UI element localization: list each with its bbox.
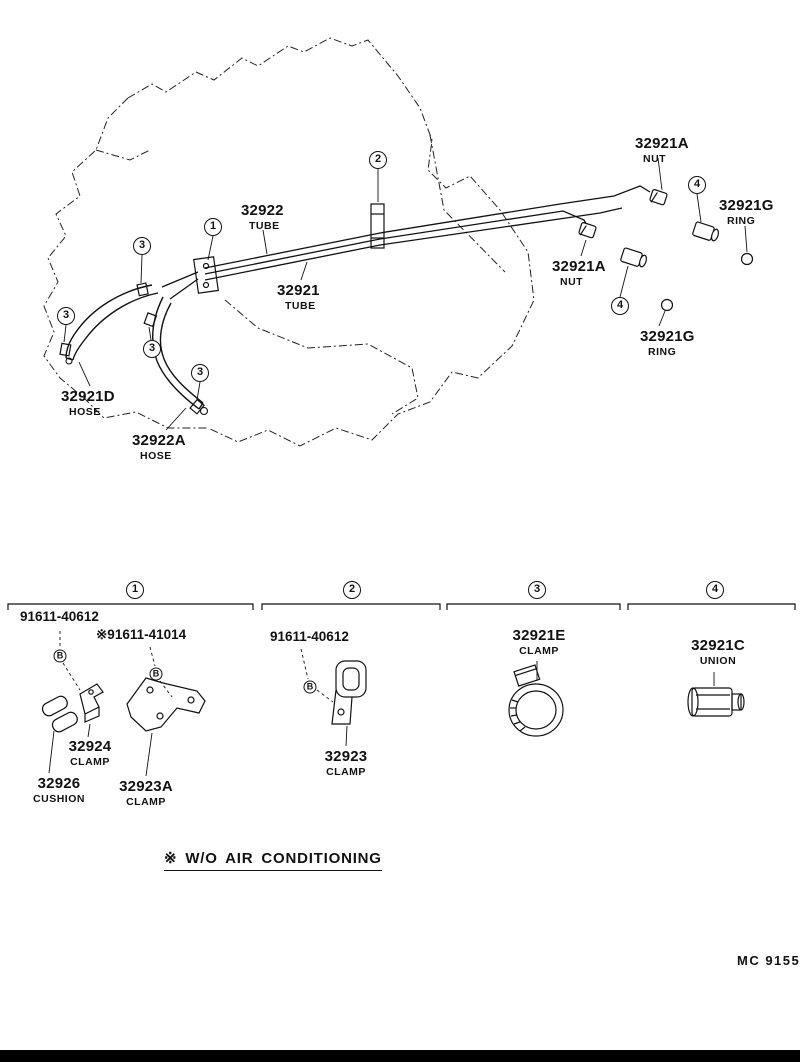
label-clamp-32924: 32924 CLAMP <box>58 738 122 768</box>
part-type: TUBE <box>249 220 280 232</box>
bolt-symbol-a: B <box>53 649 67 663</box>
part-number: 32922 <box>241 202 284 219</box>
part-number: 32924 <box>68 738 112 755</box>
leader-lines <box>48 157 748 777</box>
section-marker-3: 3 <box>528 581 546 599</box>
section-marker-2: 2 <box>343 581 361 599</box>
callout-hose-32922a: 32922A HOSE <box>132 432 186 462</box>
callout-ring-mid: 32921G RING <box>640 328 695 358</box>
section-marker-1: 1 <box>126 581 144 599</box>
callout-tube-32921: 32921 TUBE <box>277 282 320 312</box>
part-number: 32921A <box>635 135 689 152</box>
bolt-leader-lines <box>59 631 334 703</box>
clamp-32923a-drawing <box>126 677 206 732</box>
page-bottom-edge <box>0 1050 800 1062</box>
part-number: 32921E <box>512 627 566 644</box>
part-number: 32921G <box>640 328 695 345</box>
part-type: NUT <box>560 276 584 288</box>
part-type: CLAMP <box>126 796 166 808</box>
part-type: CLAMP <box>519 645 559 657</box>
part-number: 32926 <box>37 775 81 792</box>
bolt-part-number-a: 91611-40612 <box>20 609 99 624</box>
part-number: 32921D <box>61 388 115 405</box>
marker-2: 2 <box>369 151 387 169</box>
section-brackets <box>7 603 796 610</box>
bolt-symbol-c: B <box>303 680 317 694</box>
clamp-2-bracket <box>370 203 385 249</box>
part-number: 32923A <box>119 778 173 795</box>
marker-3-a: 3 <box>133 237 151 255</box>
marker-4-a: 4 <box>688 176 706 194</box>
part-type: CLAMP <box>326 766 366 778</box>
callout-ring-right: 32921G RING <box>719 197 774 227</box>
marker-3-b: 3 <box>57 307 75 325</box>
marker-3-d: 3 <box>191 364 209 382</box>
callout-tube-32922: 32922 TUBE <box>241 202 284 232</box>
page-code: MC 9155 <box>737 953 800 968</box>
part-number: 32921C <box>691 637 745 654</box>
union-fittings <box>620 221 720 268</box>
cooler-tubes <box>161 185 651 300</box>
cushion-32926-drawing <box>41 695 78 733</box>
label-cushion-32926: 32926 CUSHION <box>24 775 94 805</box>
bolt-symbol-b: B <box>149 667 163 681</box>
clamp-32923-drawing <box>331 660 367 725</box>
clamp-1-bracket <box>193 256 219 294</box>
clamp-32921e-drawing <box>508 664 564 737</box>
clamp-32924-drawing <box>79 683 104 723</box>
flare-nuts <box>578 189 668 239</box>
callout-hose-32921d: 32921D HOSE <box>61 388 115 418</box>
note-text: ※ W/O AIR CONDITIONING <box>164 850 382 871</box>
union-32921c-drawing <box>687 687 745 717</box>
part-number: 32921A <box>552 258 606 275</box>
part-type: RING <box>727 215 756 227</box>
part-type: RING <box>648 346 677 358</box>
part-type: CLAMP <box>70 756 110 768</box>
hose-clamps <box>59 282 205 415</box>
part-number: 32922A <box>132 432 186 449</box>
part-type: CUSHION <box>33 793 85 805</box>
label-clamp-32921e: 32921E CLAMP <box>504 627 574 657</box>
engine-outline <box>43 37 535 447</box>
bolt-part-number-c: 91611-40612 <box>270 629 349 644</box>
marker-1: 1 <box>204 218 222 236</box>
part-type: NUT <box>643 153 667 165</box>
part-number: 32921G <box>719 197 774 214</box>
part-type: TUBE <box>285 300 316 312</box>
label-union-32921c: 32921C UNION <box>682 637 754 667</box>
bolt-part-number-b: ※91611-41014 <box>96 627 187 642</box>
callout-nut-mid: 32921A NUT <box>552 258 606 288</box>
part-type: UNION <box>699 655 737 667</box>
wo-air-conditioning-note: ※ W/O AIR CONDITIONING <box>164 849 382 871</box>
hoses <box>65 284 209 416</box>
marker-3-c: 3 <box>143 340 161 358</box>
callout-nut-top: 32921A NUT <box>635 135 689 165</box>
part-number: 32923 <box>324 748 368 765</box>
section-marker-4: 4 <box>706 581 724 599</box>
label-clamp-32923a: 32923A CLAMP <box>108 778 184 808</box>
part-number: 32921 <box>277 282 320 299</box>
label-clamp-32923: 32923 CLAMP <box>314 748 378 778</box>
o-rings <box>660 252 754 312</box>
marker-4-b: 4 <box>611 297 629 315</box>
part-type: HOSE <box>140 450 172 462</box>
part-type: HOSE <box>69 406 101 418</box>
